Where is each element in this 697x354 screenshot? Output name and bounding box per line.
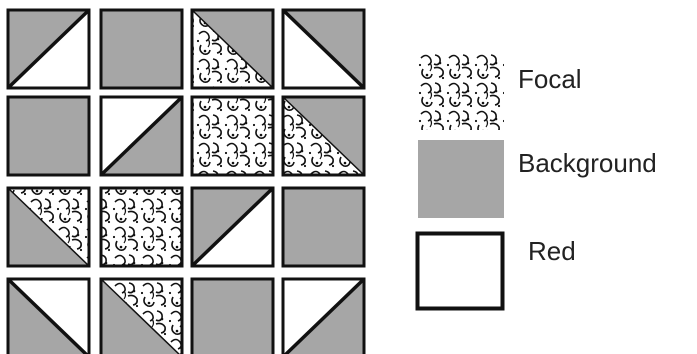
quilt-block-grid [0,0,380,354]
quilt-block-r1-c4 [283,10,364,88]
legend-swatch-focal [418,52,504,130]
legend-label-red: Red [528,236,576,266]
quilt-block-r4-c4 [283,279,364,354]
quilt-block-r2-c1 [8,97,89,175]
block-fill-background [192,279,273,354]
quilt-block-r3-c3 [192,188,273,266]
quilt-block-r2-c3 [192,97,273,175]
block-fill-focal [192,97,273,175]
block-fill-background [283,188,364,266]
legend-swatch-background [418,140,504,218]
legend-label-background: Background [518,148,657,178]
quilt-block-r4-c3 [192,279,273,354]
quilt-block-r3-c4 [283,188,364,266]
quilt-block-r3-c1 [8,188,89,266]
quilt-block-r2-c2 [101,97,182,175]
block-fill-background [101,10,182,88]
quilt-block-r1-c2 [101,10,182,88]
block-fill-background [8,97,89,175]
block-fill-focal [101,188,182,266]
quilt-block-r4-c1 [8,279,89,354]
quilt-block-r3-c2 [101,188,182,266]
quilt-block-r1-c1 [8,10,89,88]
legend-swatch-red [415,231,505,311]
quilt-block-r1-c3 [192,10,273,88]
quilt-block-r4-c2 [101,279,182,354]
legend-label-focal: Focal [518,64,582,94]
quilt-block-r2-c4 [283,97,364,175]
